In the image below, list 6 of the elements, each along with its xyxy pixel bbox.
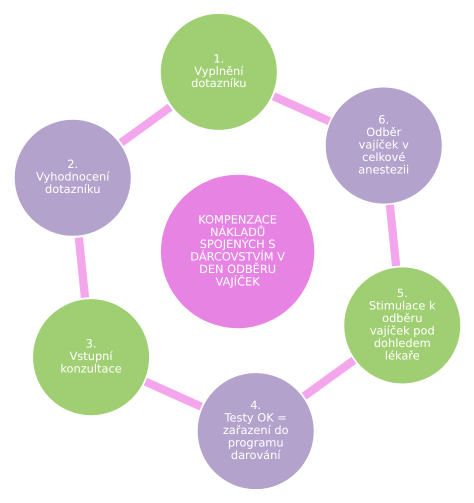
connector [271,92,330,125]
connector [118,104,172,146]
connector [301,356,356,400]
connector [74,237,89,298]
connector [385,204,400,266]
connector [143,378,202,410]
